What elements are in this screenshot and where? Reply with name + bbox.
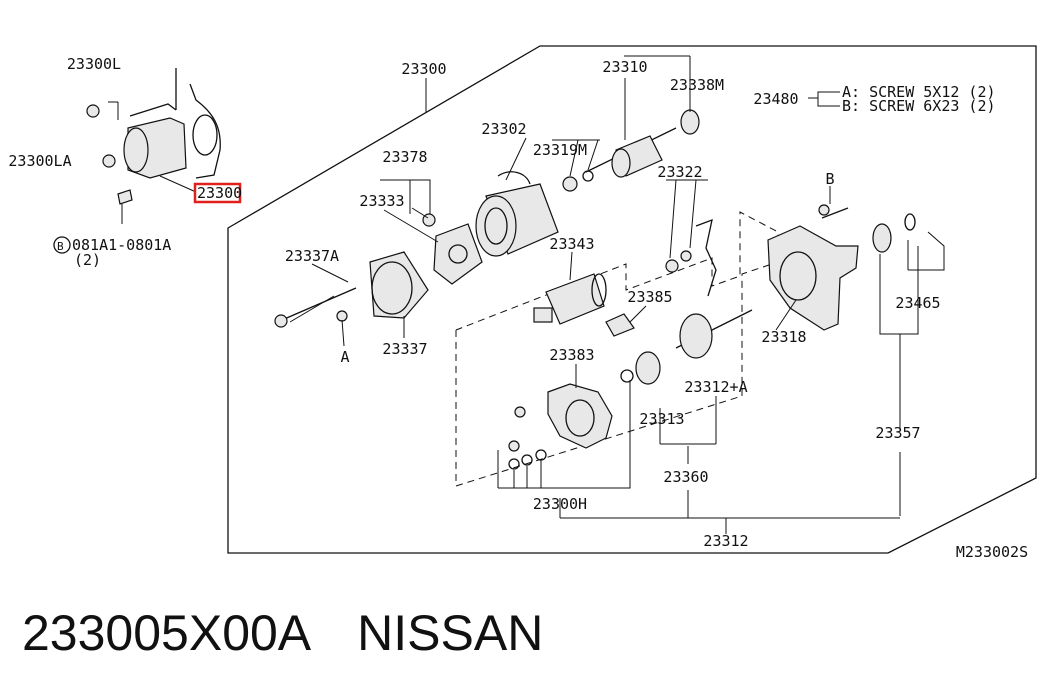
label-23313: 23313 [639, 410, 684, 428]
part-23385-lever [605, 313, 635, 337]
label-screw-b: B: SCREW 6X23 (2) [842, 97, 996, 115]
label-screw-a: A: SCREW 5X12 (2) [842, 83, 996, 101]
label-23319M: 23319M [533, 141, 587, 159]
label-23383: 23383 [549, 346, 594, 364]
caption: 233005X00A NISSAN [22, 598, 589, 668]
label-23343: 23343 [549, 235, 594, 253]
part-23465-pinion [872, 213, 916, 253]
label-23310: 23310 [602, 58, 647, 76]
label-23300LA: 23300LA [8, 152, 71, 170]
label-ref-b: B [825, 170, 834, 188]
label-23357: 23357 [875, 424, 920, 442]
part-number: 233005X00A [22, 605, 312, 661]
label-23337: 23337 [382, 340, 427, 358]
label-bolt-code: 081A1-0801A [72, 236, 171, 254]
label-23312: 23312 [703, 532, 748, 550]
label-23312A: 23312+A [684, 378, 747, 396]
label-23318: 23318 [761, 328, 806, 346]
assembly-frame [227, 45, 1037, 554]
label-23338M: 23338M [670, 76, 724, 94]
starter-motor-exploded-diagram: 23300L 23300LA 23300 B 081A1-0801A (2) 2… [8, 45, 1037, 561]
part-23302-yoke [475, 171, 559, 257]
part-23333-end-plate [422, 213, 483, 285]
figure-code: M233002S [956, 543, 1028, 561]
label-23480: 23480 [753, 90, 798, 108]
part-23310-armature [562, 109, 700, 192]
label-23302: 23302 [481, 120, 526, 138]
label-23300-highlighted[interactable]: 23300 [197, 184, 242, 202]
label-23465: 23465 [895, 294, 940, 312]
part-23322-washers [665, 218, 717, 297]
part-23318-front-housing [767, 204, 859, 331]
mounted-starter-illustration [86, 68, 221, 224]
label-ref-a: A [340, 348, 349, 366]
label-23300H: 23300H [533, 495, 587, 513]
part-23383-rear-housing [508, 383, 613, 470]
bolt-b-circle [53, 236, 71, 254]
label-23300: 23300 [401, 60, 446, 78]
label-23385: 23385 [627, 288, 672, 306]
part-small-washer [620, 369, 634, 383]
label-23337A: 23337A [285, 247, 339, 265]
part-23337A-through-bolt [274, 287, 357, 347]
highlight-box [193, 182, 242, 204]
label-23322: 23322 [657, 163, 702, 181]
part-23343-solenoid [533, 273, 607, 325]
brand-name: NISSAN [357, 605, 544, 661]
subassembly-dashed-boundary [455, 211, 779, 487]
label-bolt-qty: (2) [74, 251, 101, 269]
leader-lines [289, 55, 945, 534]
label-23300L: 23300L [67, 55, 121, 73]
label-23333: 23333 [359, 192, 404, 210]
part-23312-clutch-shaft [675, 309, 753, 359]
label-23378: 23378 [382, 148, 427, 166]
part-23337-end-cover [369, 251, 429, 319]
label-bolt-circle-letter: B [57, 240, 64, 253]
part-23313-gear [635, 351, 661, 385]
label-23360: 23360 [663, 468, 708, 486]
